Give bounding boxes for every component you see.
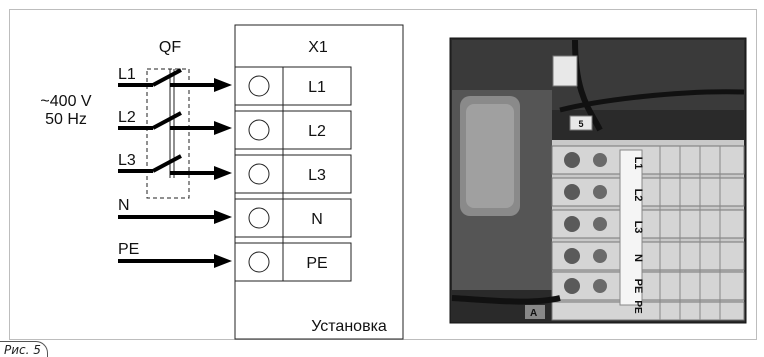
terminal-screw-icon bbox=[248, 163, 270, 185]
wire-n bbox=[118, 210, 232, 224]
terminal-photo bbox=[449, 37, 747, 324]
ferrule bbox=[552, 55, 578, 87]
cable bbox=[572, 39, 603, 132]
supply-frequency: 50 Hz bbox=[45, 111, 87, 128]
cable bbox=[451, 295, 561, 305]
breaker-label: QF bbox=[159, 39, 181, 56]
terminal-row bbox=[234, 198, 352, 238]
terminal-block-label: X1 bbox=[308, 39, 328, 56]
input-label-pe: PE bbox=[118, 241, 139, 258]
wire-pe bbox=[118, 254, 232, 268]
photo-bottom-text: A bbox=[530, 308, 537, 319]
wire-l2 bbox=[118, 111, 232, 135]
arrow-icon bbox=[214, 121, 232, 135]
supply-voltage: ~400 V bbox=[40, 93, 91, 110]
photo-tag: L1 bbox=[632, 157, 644, 170]
photo-tag: L2 bbox=[632, 189, 644, 202]
input-label-l2: L2 bbox=[118, 109, 136, 126]
photo-cable-tag: 5 bbox=[578, 119, 583, 129]
figure-label: Рис. 5 bbox=[4, 343, 41, 357]
wire-l3 bbox=[118, 154, 232, 180]
photo-tag: N bbox=[632, 254, 644, 262]
terminal-row bbox=[234, 154, 352, 194]
terminal-screw-icon bbox=[248, 75, 270, 97]
terminal-label-n: N bbox=[311, 211, 323, 228]
wire-l1 bbox=[118, 68, 232, 92]
figure-tab bbox=[0, 341, 48, 357]
terminal-row bbox=[234, 110, 352, 150]
cable-marker bbox=[569, 115, 593, 131]
arrow-icon bbox=[214, 210, 232, 224]
arrow-icon bbox=[214, 166, 232, 180]
input-label-l1: L1 bbox=[118, 66, 136, 83]
terminal-screw-icon bbox=[248, 207, 270, 229]
input-label-l3: L3 bbox=[118, 152, 136, 169]
input-label-n: N bbox=[118, 197, 130, 214]
photo-tag: PE bbox=[632, 279, 644, 294]
unit-label: Установка bbox=[311, 318, 387, 335]
arrow-icon bbox=[214, 78, 232, 92]
terminal-label-l1: L1 bbox=[308, 79, 326, 96]
terminal-label-l3: L3 bbox=[308, 167, 326, 184]
terminal-label-l2: L2 bbox=[308, 123, 326, 140]
terminal-label-pe: PE bbox=[306, 255, 327, 272]
terminal-row bbox=[234, 242, 352, 282]
photo-tag: L3 bbox=[632, 221, 644, 234]
photo-tag: PE bbox=[632, 300, 643, 314]
cable bbox=[559, 89, 745, 113]
terminal-screw-icon bbox=[248, 119, 270, 141]
arrow-icon bbox=[214, 254, 232, 268]
terminal-row bbox=[234, 66, 352, 106]
terminal-block: L1 L2 L3 N PE bbox=[234, 66, 352, 282]
terminal-screw-icon bbox=[248, 251, 270, 273]
breaker-box bbox=[146, 68, 190, 199]
